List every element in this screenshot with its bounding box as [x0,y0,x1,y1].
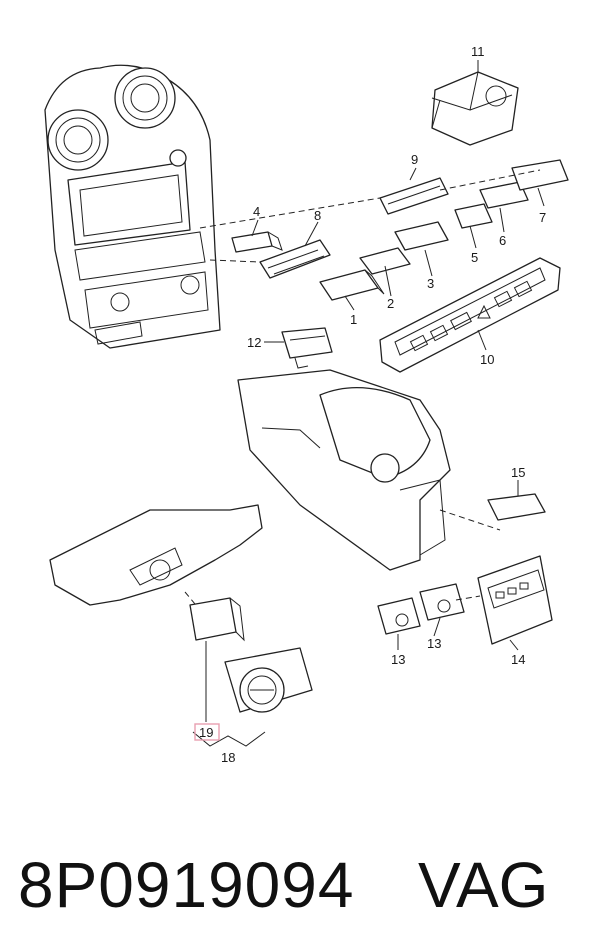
brand-label: VAG [418,849,549,921]
callout-19: 19 [199,725,213,740]
callout-2: 2 [387,296,394,311]
panel-14 [477,555,553,645]
lower-bracket [49,504,263,606]
callout-3: 3 [427,276,434,291]
callout-13-right: 13 [427,636,441,651]
callout-19-highlight [194,723,220,741]
callout-15: 15 [511,465,525,480]
switch-7 [511,159,569,191]
light-switch-18 [224,647,313,713]
switch-3 [394,221,449,251]
callout-18: 18 [221,750,235,765]
callout-14: 14 [511,652,525,667]
callout-6: 6 [499,233,506,248]
callout-10: 10 [480,352,494,367]
switch-12 [281,327,333,369]
switch-strip-10 [379,257,561,373]
callout-labels: 11 9 4 8 7 6 5 3 2 1 12 10 15 13 13 14 1… [199,44,546,765]
switch-8 [259,239,331,279]
switch-5 [454,203,493,229]
callout-8: 8 [314,208,321,223]
callout-13-left: 13 [391,652,405,667]
switch-6 [479,181,529,209]
callout-5: 5 [471,250,478,265]
switch-2 [359,247,411,275]
switch-11 [431,71,519,146]
callout-1: 1 [350,312,357,327]
switch-13-left [377,597,421,635]
switch-4 [231,231,283,253]
callout-4: 4 [253,204,260,219]
callout-9: 9 [411,152,418,167]
switch-19 [189,597,245,642]
dashboard-assembly [44,64,221,349]
callout-12: 12 [247,335,261,350]
part-number: 8P0919094 [18,849,355,921]
leader-lines [192,60,545,747]
callout-11: 11 [471,44,485,59]
exploded-parts-diagram: 11 9 4 8 7 6 5 3 2 1 12 10 15 13 13 14 1… [44,44,569,765]
center-console [237,369,501,571]
switch-9 [379,177,449,215]
callout-7: 7 [539,210,546,225]
switch-1 [319,269,385,301]
switch-13-right [419,583,465,621]
caption-bar: 8P0919094 VAG [0,830,600,940]
switch-15 [487,493,546,521]
